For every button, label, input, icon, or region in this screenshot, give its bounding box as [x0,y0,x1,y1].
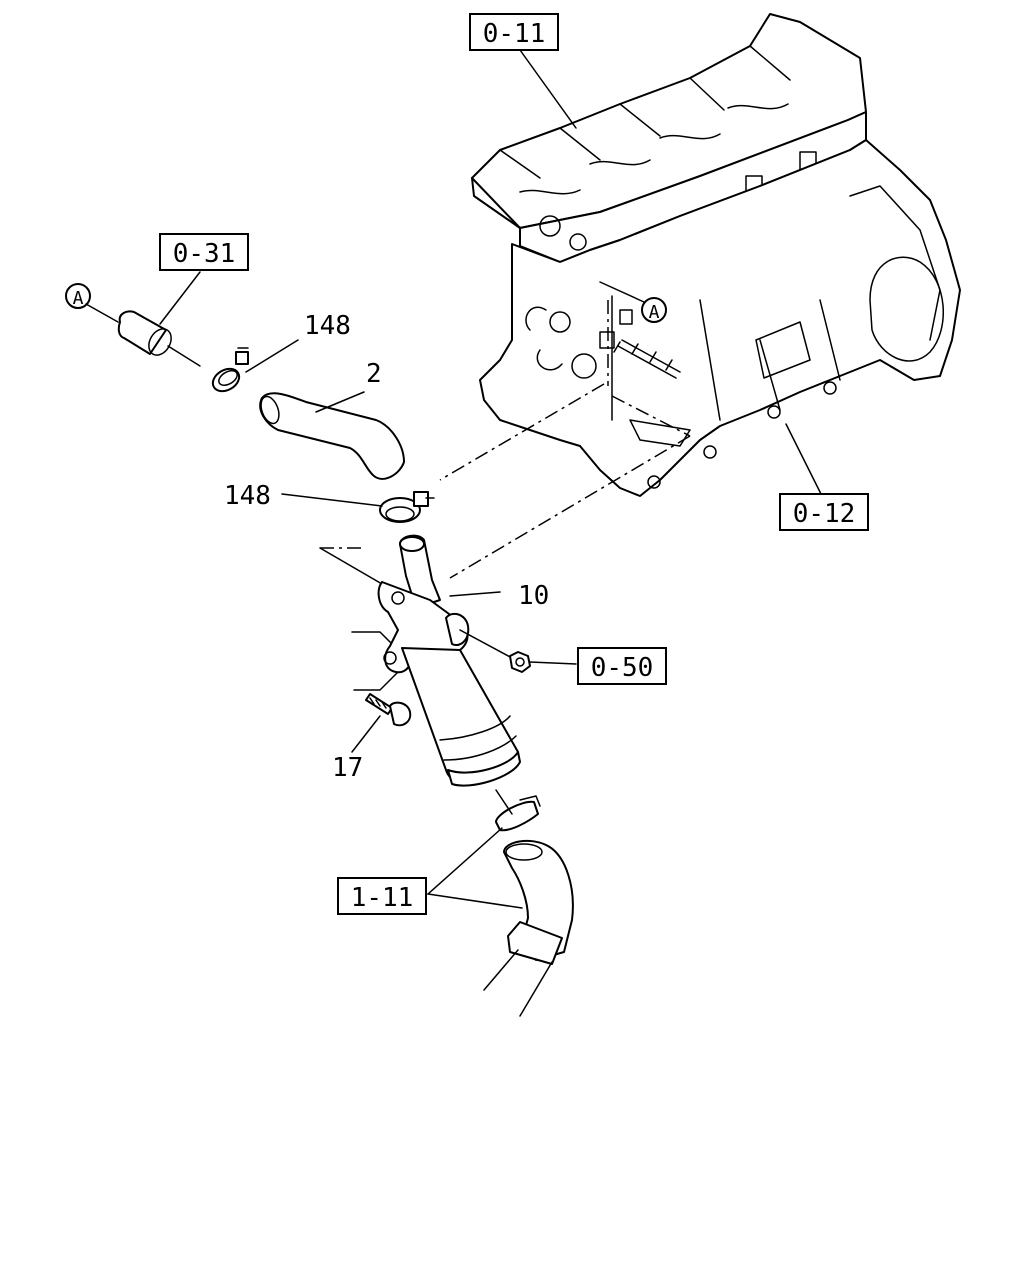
hose-clamp-148-top [211,347,249,393]
callout-0-50[interactable]: 0-50 [577,647,667,685]
callout-1-11-label: 1-11 [351,883,414,913]
callout-0-11-label: 0-11 [483,19,546,49]
callout-1-11[interactable]: 1-11 [337,877,427,915]
nut-0-50 [459,629,531,673]
callout-0-12-label: 0-12 [793,499,856,529]
marker-a-engine: A [641,297,667,323]
part-label-2[interactable]: 2 [366,359,382,389]
callout-0-50-label: 0-50 [591,653,654,683]
hose-2 [259,392,405,480]
gasket-1-11 [495,795,541,832]
bolt-17 [365,693,412,727]
callout-0-31-label: 0-31 [173,239,236,269]
hose-clamp-148-mid [379,491,435,523]
engine-block [471,13,961,497]
marker-a-left-label: A [73,288,84,309]
water-outlet-10 [377,534,521,787]
callout-0-12[interactable]: 0-12 [779,493,869,531]
marker-a-engine-label: A [649,302,660,323]
part-label-148-mid[interactable]: 148 [224,481,271,511]
lower-hose-1-11 [483,789,574,1017]
water-pipe-0-31 [85,303,201,367]
leader-lines [159,49,823,909]
callout-0-31[interactable]: 0-31 [159,233,249,271]
callout-0-11[interactable]: 0-11 [469,13,559,51]
part-label-10[interactable]: 10 [518,581,549,611]
marker-a-left: A [65,283,91,309]
assembly-lines [319,300,691,691]
part-label-148-top[interactable]: 148 [304,311,351,341]
part-label-17[interactable]: 17 [332,753,363,783]
